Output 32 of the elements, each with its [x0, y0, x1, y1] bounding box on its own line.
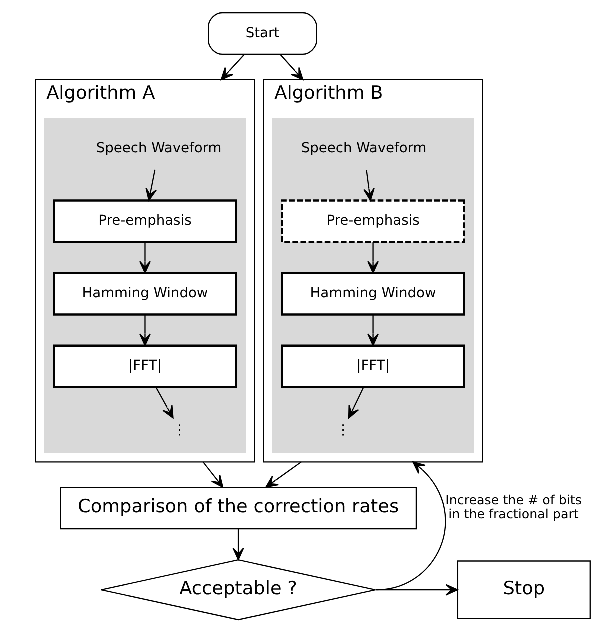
node-box: Pre-emphasis — [52, 200, 237, 244]
arrow — [202, 462, 224, 488]
node-box: Pre-emphasis — [280, 200, 465, 244]
arrow — [362, 170, 374, 202]
arrow — [265, 462, 302, 488]
node-box: |FFT| — [280, 344, 465, 388]
arrow — [375, 584, 458, 596]
node-box: Comparison of the correction rates — [60, 486, 417, 530]
arrow — [232, 529, 244, 560]
arrow — [220, 54, 245, 80]
node-diamond: Acceptable ? — [100, 560, 376, 621]
cluster — [272, 118, 474, 454]
arrow — [376, 462, 446, 591]
cluster — [44, 118, 246, 454]
arrow — [348, 387, 364, 419]
arrow — [367, 315, 379, 346]
arrow — [138, 315, 150, 346]
arrow — [145, 170, 156, 202]
arrow — [367, 242, 379, 274]
node-text: ⋮ — [172, 422, 186, 439]
edge-label: Increase the # of bits in the fractional part — [445, 492, 582, 522]
node-box: Start — [208, 12, 317, 56]
node-box: |FFT| — [52, 344, 237, 388]
node-box: Hamming Window — [52, 272, 237, 316]
arrow — [279, 54, 304, 80]
node-text: ⋮ — [336, 422, 350, 439]
arrow — [138, 242, 150, 274]
arrow — [155, 387, 174, 419]
node-box: Stop — [456, 560, 590, 620]
node-text: Speech Waveform — [300, 140, 426, 156]
node-text: Speech Waveform — [96, 140, 222, 156]
node-box: Hamming Window — [280, 272, 465, 316]
